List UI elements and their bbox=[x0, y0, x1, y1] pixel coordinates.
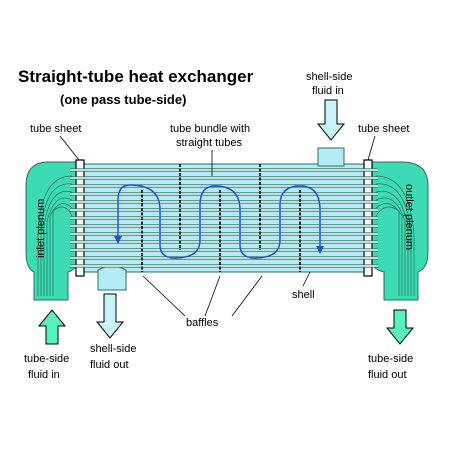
shell-inlet-nozzle bbox=[317, 147, 345, 167]
outlet-flow-line bbox=[375, 183, 412, 296]
inlet-flow-line bbox=[37, 175, 73, 296]
shell-side-out-arrow bbox=[95, 293, 125, 339]
leader-lines bbox=[59, 135, 376, 317]
diagram-subtitle: (one pass tube-side) bbox=[60, 92, 186, 107]
outlet-flow-line bbox=[375, 175, 415, 296]
shell-side-in-label-2: fluid in bbox=[312, 85, 344, 97]
leader-shell bbox=[302, 271, 311, 287]
shell-side-out-label-2: fluid out bbox=[90, 359, 129, 371]
flow-arrowhead-end bbox=[316, 246, 324, 254]
shell-side-in-arrow bbox=[316, 99, 346, 141]
tube-bundle-label-1: tube bundle with bbox=[170, 123, 250, 135]
tube-side-in-label-1: tube-side bbox=[24, 353, 69, 365]
baffles-group bbox=[141, 164, 301, 272]
inlet-flow-line bbox=[43, 190, 73, 296]
leader-baffle-c bbox=[231, 275, 263, 317]
leader-baffle-b bbox=[204, 275, 221, 317]
baffles-label: baffles bbox=[186, 317, 219, 329]
tube-side-out-label-2: fluid out bbox=[368, 369, 407, 381]
outlet-plenum bbox=[367, 161, 429, 301]
shell-side-out-label-1: shell-side bbox=[90, 343, 136, 355]
inlet-flow-line bbox=[52, 206, 73, 296]
flow-arrowhead-start bbox=[114, 236, 122, 244]
inlet-flow-line bbox=[40, 183, 73, 296]
tube-side-in-arrow bbox=[37, 309, 67, 345]
tube-side-out-label-1: tube-side bbox=[368, 353, 413, 365]
plenum-flow-lines bbox=[37, 175, 415, 296]
shell-label: shell bbox=[292, 289, 315, 301]
outlet-plenum-label: outlet plenum bbox=[403, 184, 415, 250]
tube-bundle bbox=[70, 168, 378, 268]
tube-sheet-left-label: tube sheet bbox=[30, 123, 81, 135]
diagram-title: Straight-tube heat exchanger bbox=[18, 67, 254, 86]
outlet-flow-line bbox=[375, 203, 403, 296]
tube-sheet-right-label: tube sheet bbox=[358, 123, 409, 135]
leader-baffle-a bbox=[142, 275, 186, 317]
shell-side-flow-path bbox=[117, 184, 321, 259]
tube-side-out-arrow bbox=[385, 309, 415, 345]
inlet-flow-line bbox=[46, 197, 73, 296]
outlet-flow-line bbox=[375, 206, 400, 296]
leader-tube-sheet-right bbox=[367, 135, 376, 161]
inlet-plenum-label: inlet plenum bbox=[35, 199, 47, 258]
shell-outlet-nozzle bbox=[97, 265, 127, 291]
tube-side-in-label-2: fluid in bbox=[28, 369, 60, 381]
outlet-flow-line bbox=[375, 190, 409, 296]
tube-bundle-label-2: straight tubes bbox=[176, 137, 243, 149]
outlet-flow-line bbox=[375, 197, 406, 296]
inlet-flow-line bbox=[49, 203, 73, 296]
leader-tube-sheet-left bbox=[59, 135, 80, 161]
shell-side-in-label-1: shell-side bbox=[306, 71, 352, 83]
